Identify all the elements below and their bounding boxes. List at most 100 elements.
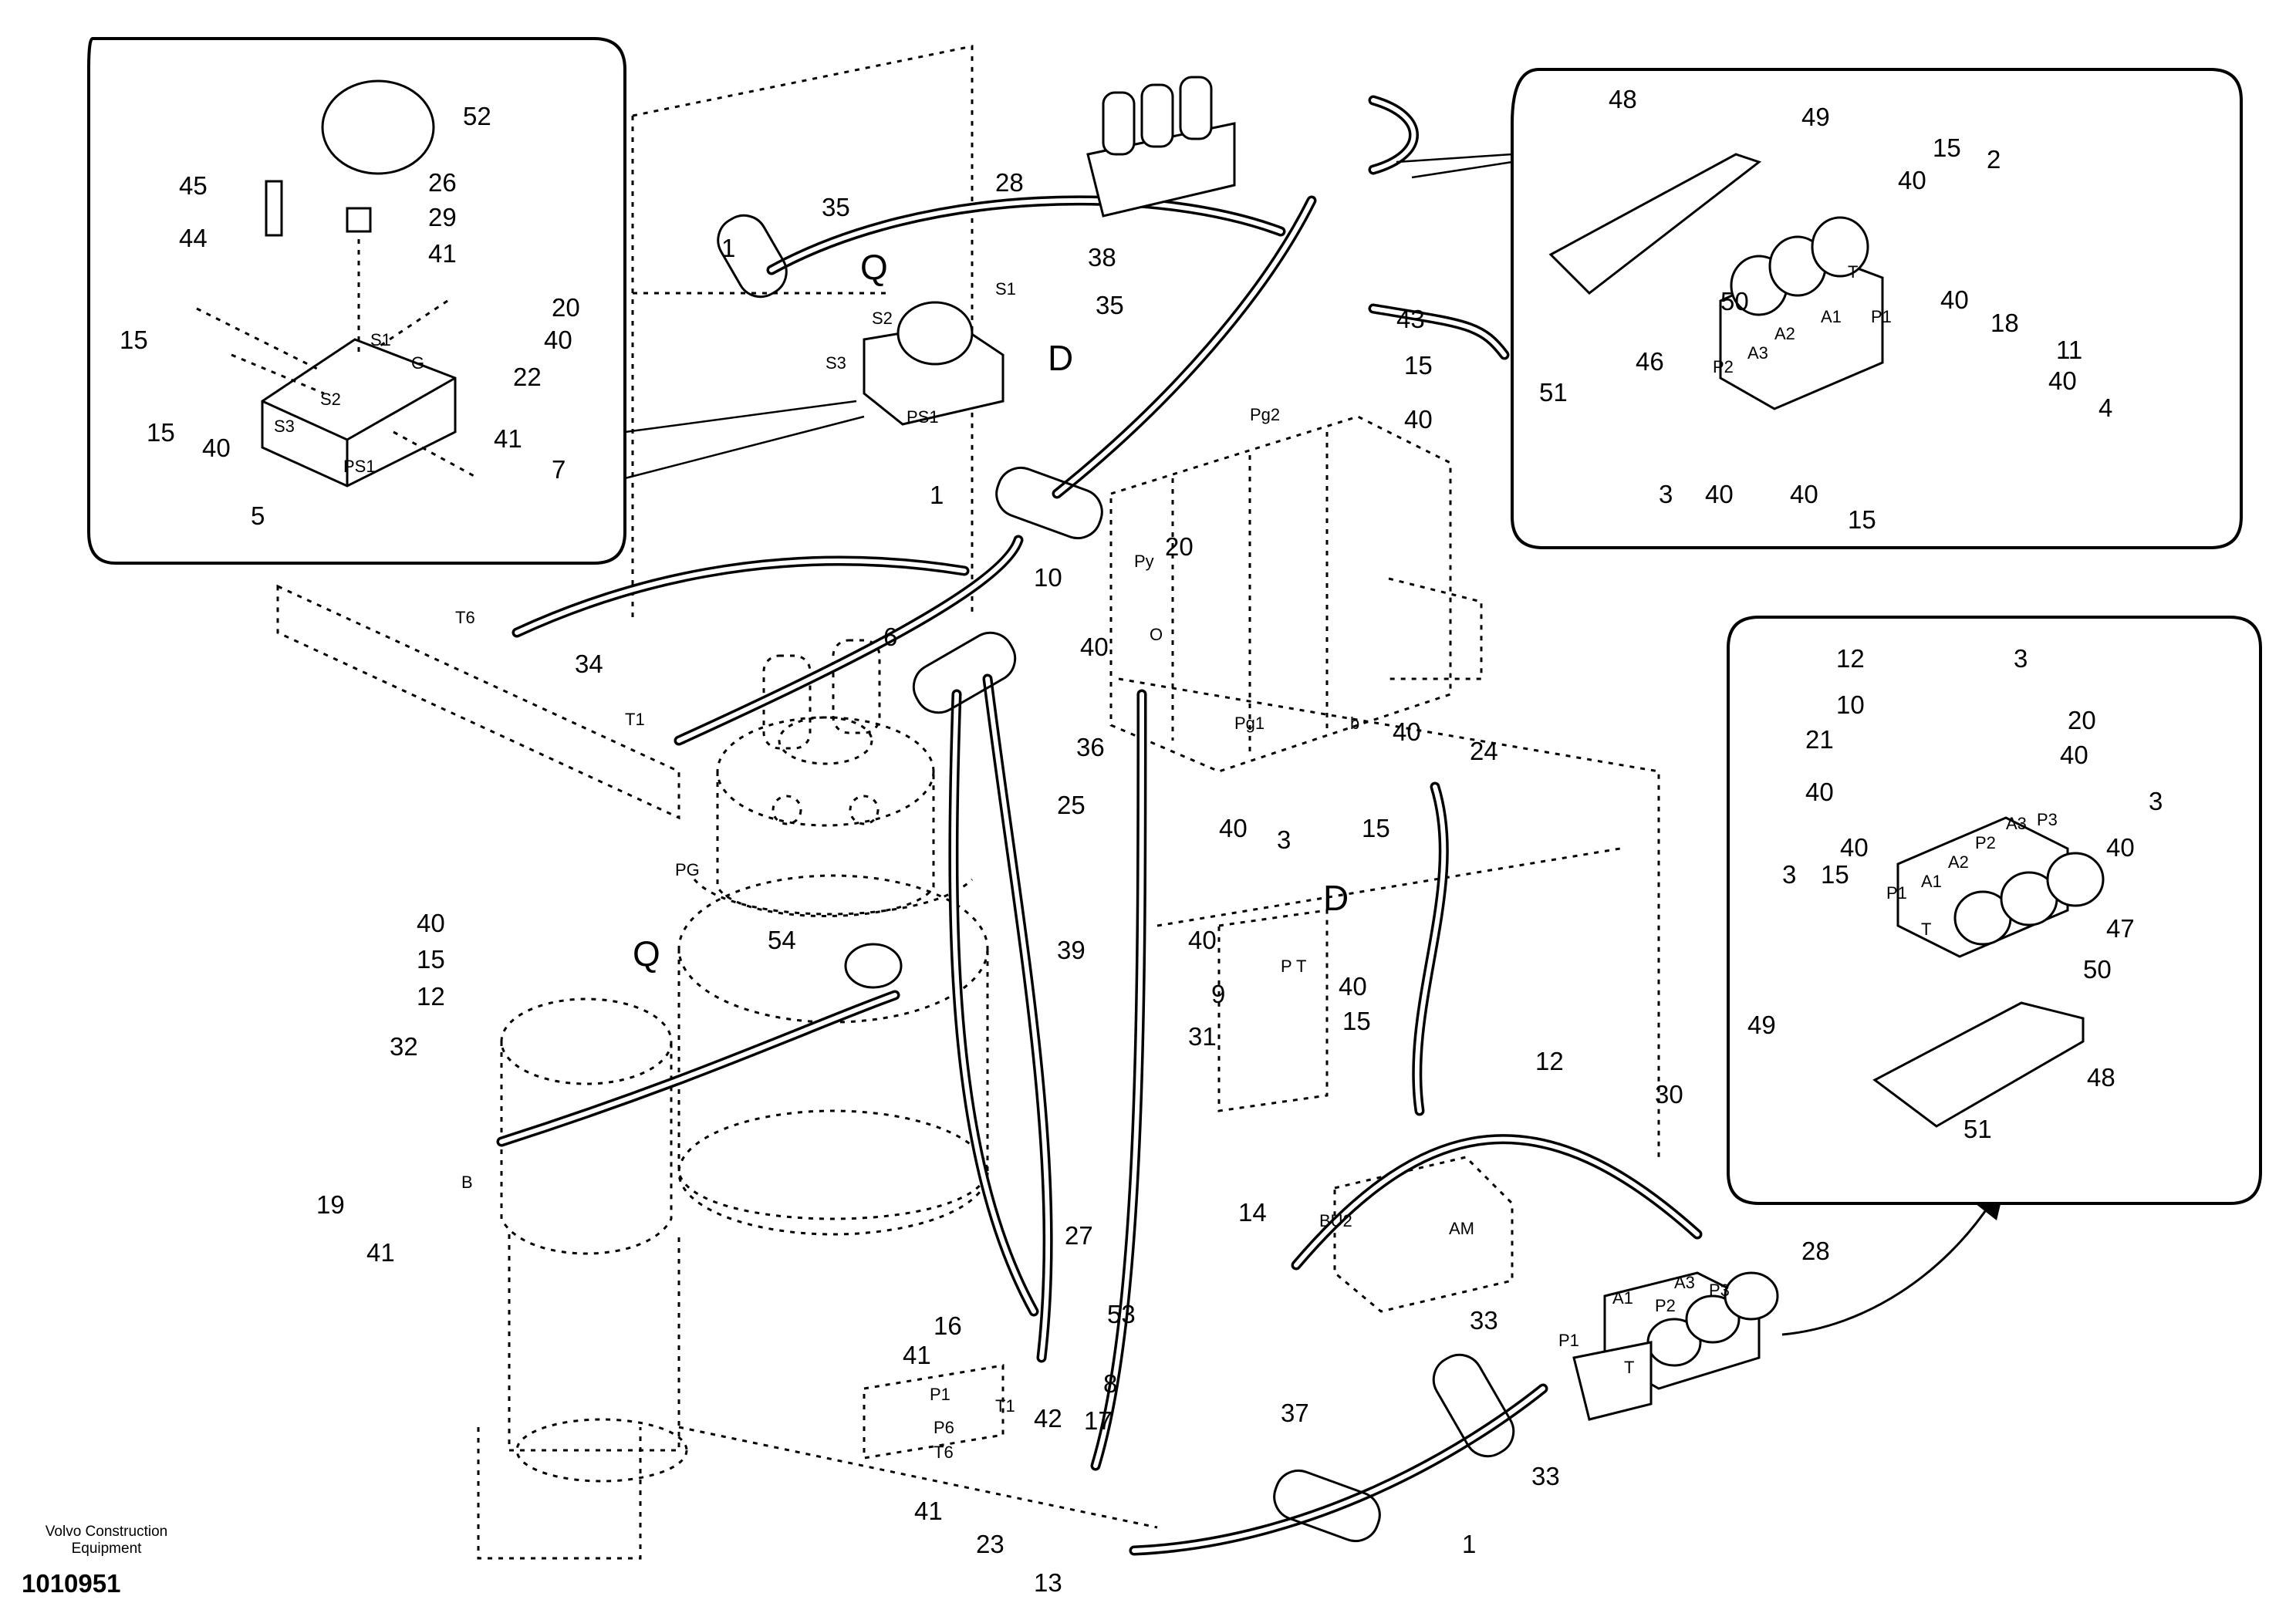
callout-1-bottom: 1 bbox=[1462, 1530, 1476, 1558]
port-a3-inset: A3 bbox=[2006, 814, 2027, 833]
port-a3-upper: A3 bbox=[1747, 343, 1768, 363]
callout-47: 47 bbox=[2106, 914, 2135, 943]
main-control-valve bbox=[1109, 415, 1483, 773]
callout-12-inset: 12 bbox=[1836, 644, 1865, 673]
port-ps1-inset: PS1 bbox=[343, 457, 376, 476]
port-bu2: BU2 bbox=[1319, 1211, 1352, 1230]
callout-40-f: 40 bbox=[1188, 926, 1217, 954]
port-b-upper: B bbox=[461, 1173, 473, 1192]
callout-35-center: 35 bbox=[1096, 291, 1124, 319]
port-t1-main: T1 bbox=[625, 710, 645, 729]
port-s1-main: S1 bbox=[995, 279, 1016, 299]
port-o: O bbox=[1150, 625, 1163, 644]
inset-pilot-block: 52 45 26 29 44 41 20 40 22 15 15 40 41 7… bbox=[87, 37, 865, 565]
callout-40-inset-e: 40 bbox=[2048, 366, 2077, 395]
callout-20-inset-b: 20 bbox=[2068, 706, 2096, 734]
port-am: AM bbox=[1449, 1219, 1474, 1238]
port-t-center: T bbox=[1296, 957, 1306, 976]
port-s3-inset: S3 bbox=[274, 417, 295, 436]
callout-1-top: 1 bbox=[721, 234, 735, 262]
callout-37: 37 bbox=[1281, 1399, 1309, 1427]
callout-12-b: 12 bbox=[1535, 1047, 1564, 1075]
callout-26: 26 bbox=[428, 168, 457, 197]
callout-5: 5 bbox=[251, 501, 265, 530]
mark-q-left: Q bbox=[633, 933, 660, 974]
main-callouts: 35 28 1 38 35 43 15 40 1 20 10 6 40 34 4… bbox=[316, 168, 1830, 1597]
port-p-center: P bbox=[1281, 957, 1292, 976]
port-s3-main: S3 bbox=[826, 353, 846, 373]
top-solenoid-valve bbox=[1086, 76, 1236, 218]
callout-28-b: 28 bbox=[1801, 1237, 1830, 1265]
callout-22: 22 bbox=[513, 363, 542, 391]
swing-gear-block bbox=[500, 997, 688, 1483]
hose-clamps bbox=[717, 214, 1515, 1543]
callout-40-inset-b: 40 bbox=[202, 434, 231, 462]
callout-40-c: 40 bbox=[1393, 717, 1421, 746]
callout-3-inset-d: 3 bbox=[1782, 860, 1796, 889]
callout-32: 32 bbox=[390, 1032, 418, 1061]
callout-2: 2 bbox=[1987, 145, 2001, 174]
callout-10-main: 10 bbox=[1034, 563, 1062, 592]
port-s2-inset: S2 bbox=[320, 390, 341, 409]
callout-41-inset-a: 41 bbox=[428, 239, 457, 268]
callout-3-inset-b: 3 bbox=[2014, 644, 2028, 673]
callout-15-a: 15 bbox=[1404, 351, 1433, 380]
callout-48-top: 48 bbox=[1609, 85, 1637, 113]
port-s1-inset: S1 bbox=[370, 330, 391, 349]
callout-4: 4 bbox=[2098, 393, 2112, 422]
callout-51-top: 51 bbox=[1539, 378, 1568, 407]
callout-33-a: 33 bbox=[1470, 1306, 1498, 1335]
callout-19: 19 bbox=[316, 1190, 345, 1219]
callout-15-inset-c: 15 bbox=[1933, 133, 1961, 162]
port-g: G bbox=[411, 353, 424, 373]
port-pg: PG bbox=[675, 860, 700, 879]
callout-41-c: 41 bbox=[914, 1497, 943, 1525]
port-p6: P6 bbox=[934, 1418, 954, 1437]
swing-motor bbox=[677, 639, 989, 1236]
port-p3-inset: P3 bbox=[2037, 810, 2058, 829]
callout-25: 25 bbox=[1057, 791, 1086, 819]
callout-49-bottom: 49 bbox=[1747, 1011, 1776, 1039]
frame-rail bbox=[276, 584, 680, 820]
callout-35-main: 35 bbox=[822, 193, 850, 221]
callout-12-main: 12 bbox=[417, 982, 445, 1011]
port-t-inset: T bbox=[1921, 920, 1931, 939]
callout-40-inset-d: 40 bbox=[1940, 285, 1969, 314]
callout-15-inset-a: 15 bbox=[120, 326, 148, 354]
callout-6: 6 bbox=[883, 623, 897, 651]
port-t6-main: T6 bbox=[455, 608, 475, 627]
port-p1-block: P1 bbox=[930, 1385, 950, 1404]
callout-10-inset: 10 bbox=[1836, 690, 1865, 719]
callout-51-bottom: 51 bbox=[1963, 1115, 1992, 1143]
port-pg2: Pg2 bbox=[1250, 405, 1280, 424]
port-a3-lower: A3 bbox=[1674, 1273, 1695, 1292]
drawing-number: 1010951 bbox=[22, 1569, 121, 1598]
port-p2-lower: P2 bbox=[1655, 1296, 1676, 1315]
port-t6-block: T6 bbox=[934, 1443, 954, 1462]
callout-8: 8 bbox=[1103, 1369, 1117, 1398]
port-a2-inset: A2 bbox=[1948, 852, 1969, 872]
callout-34: 34 bbox=[575, 650, 603, 678]
port-p1-lower: P1 bbox=[1558, 1331, 1579, 1350]
distribution-block bbox=[863, 909, 1514, 1460]
callout-11: 11 bbox=[2056, 336, 2082, 364]
callout-52: 52 bbox=[463, 102, 491, 130]
callout-36: 36 bbox=[1076, 733, 1105, 761]
callout-40-a: 40 bbox=[1404, 405, 1433, 434]
callout-17: 17 bbox=[1084, 1406, 1113, 1435]
port-a1-upper: A1 bbox=[1821, 307, 1842, 326]
callout-53: 53 bbox=[1107, 1300, 1136, 1328]
port-t-upper: T bbox=[1848, 262, 1858, 282]
callout-40-d: 40 bbox=[1219, 814, 1248, 842]
inset-solenoid-lower: 12 3 10 21 20 40 40 3 40 40 3 15 47 50 4… bbox=[1727, 616, 2262, 1205]
callout-23: 23 bbox=[976, 1530, 1004, 1558]
publisher-line-2: Equipment bbox=[71, 1541, 142, 1557]
callout-44: 44 bbox=[179, 224, 208, 252]
port-a2-upper: A2 bbox=[1774, 324, 1795, 343]
port-p3-lower: P3 bbox=[1709, 1281, 1730, 1300]
callout-3-inset-a: 3 bbox=[1659, 480, 1673, 508]
mark-d-top: D bbox=[1048, 338, 1073, 378]
callout-50-bottom: 50 bbox=[2083, 955, 2112, 984]
callout-15-c: 15 bbox=[417, 945, 445, 974]
